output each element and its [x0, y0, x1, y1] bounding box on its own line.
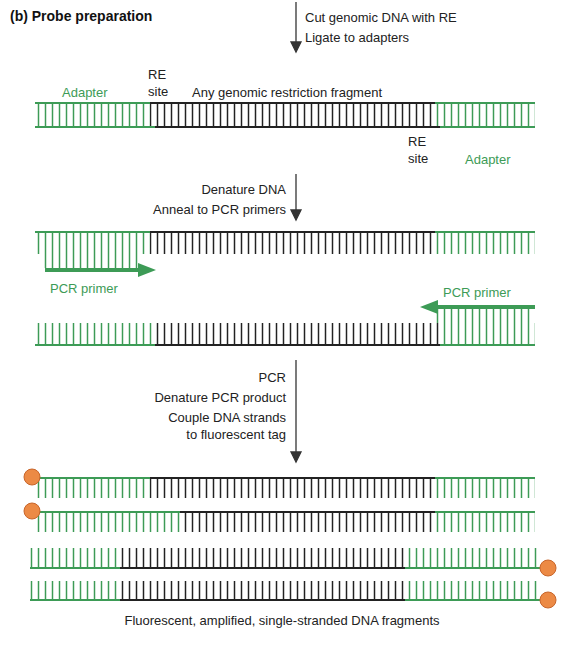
fluorescent-tag — [24, 469, 556, 608]
adapter-label: Adapter — [465, 151, 511, 168]
pcr-primer-arrow — [42, 254, 535, 323]
ligated-duplex — [35, 103, 535, 127]
adapter-label: Adapter — [62, 84, 108, 101]
site-label: RE site — [148, 66, 178, 100]
step-text: Cut genomic DNA with RE — [305, 9, 457, 26]
fragment-label: Any genomic restriction fragment — [192, 84, 382, 101]
figure-title: (b) Probe preparation — [10, 8, 152, 24]
result-caption: Fluorescent, amplified, single-stranded … — [0, 612, 564, 629]
step-text: Denature DNA — [201, 181, 286, 198]
step-text: PCR — [259, 369, 286, 386]
step-text: Couple DNA strands to fluorescent tag — [158, 409, 286, 443]
site-label: RE site — [408, 133, 438, 167]
step-text: Denature PCR product — [154, 389, 286, 406]
labelled-strands — [30, 478, 540, 600]
primer-label: PCR primer — [443, 284, 511, 301]
step-text: Anneal to PCR primers — [153, 201, 286, 218]
step-text: Ligate to adapters — [305, 29, 409, 46]
denatured-strands — [35, 232, 535, 345]
primer-label: PCR primer — [50, 280, 118, 297]
